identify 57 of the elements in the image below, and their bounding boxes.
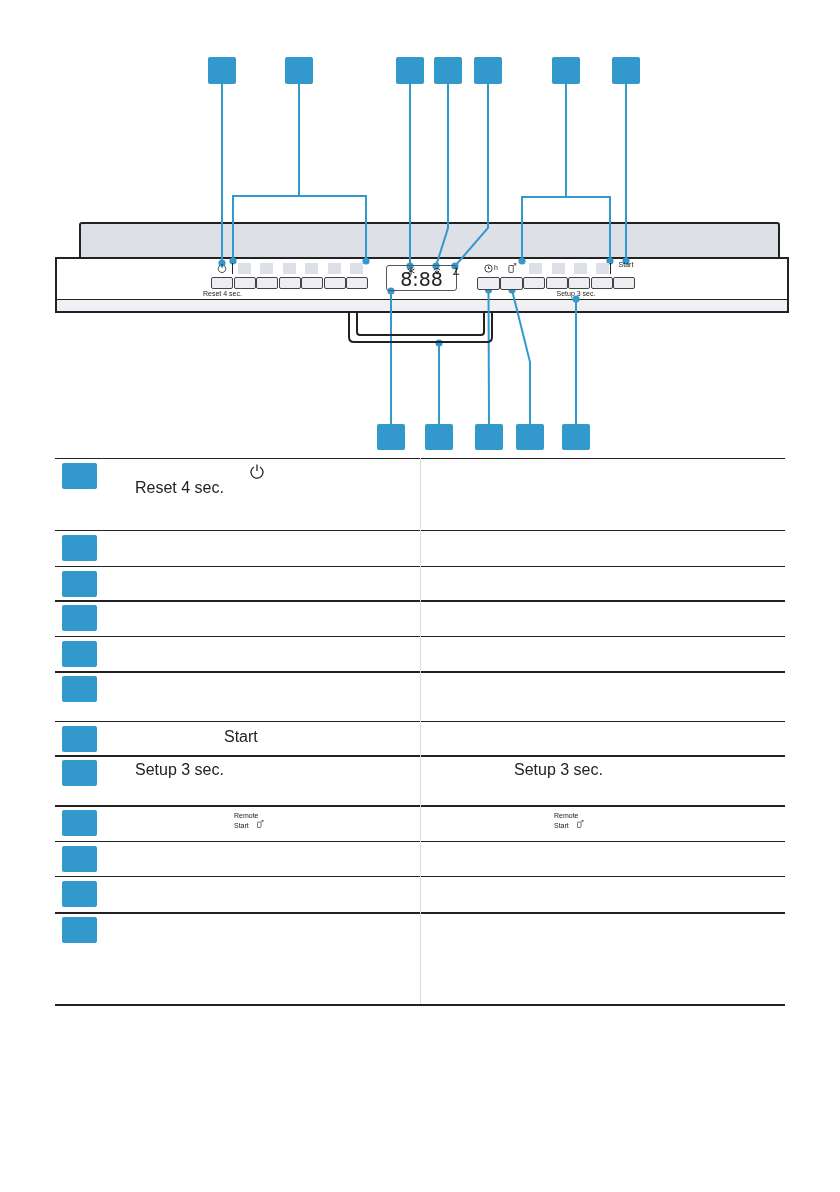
callout-number — [62, 676, 97, 702]
callout-number — [474, 57, 502, 84]
callout-number — [62, 760, 97, 786]
callout-number — [62, 726, 97, 752]
leader-line — [387, 287, 395, 425]
panel-button — [590, 277, 613, 289]
leader-line — [406, 83, 414, 270]
panel-button — [256, 277, 278, 289]
leader-line — [622, 83, 630, 265]
leader-line — [298, 83, 370, 265]
panel-button — [545, 277, 568, 289]
panel-button — [323, 277, 346, 289]
callout-number — [425, 424, 453, 450]
callout-number — [62, 605, 97, 631]
table-text: Reset 4 sec. — [135, 478, 224, 498]
callout-number — [62, 641, 97, 667]
panel-button — [278, 277, 301, 289]
table-text: Start — [224, 727, 258, 747]
callout-number — [62, 571, 97, 597]
panel-button — [233, 277, 256, 289]
leader-line — [432, 83, 449, 270]
callout-number — [62, 846, 97, 872]
panel-button — [613, 277, 635, 289]
display-digits: 8:88 — [400, 270, 443, 289]
panel-button — [301, 277, 323, 289]
callout-number — [475, 424, 503, 450]
display-window — [386, 265, 457, 291]
leader-line — [572, 295, 580, 425]
callout-number — [208, 57, 236, 84]
panel-button — [568, 277, 590, 289]
callout-number — [285, 57, 313, 84]
panel-button — [477, 277, 500, 290]
panel-button — [523, 277, 545, 289]
callout-number — [62, 810, 97, 836]
callout-number — [516, 424, 544, 450]
callout-number — [377, 424, 405, 450]
callout-number — [62, 535, 97, 561]
door-handle — [348, 312, 493, 343]
callout-number — [612, 57, 640, 84]
callout-number — [62, 463, 97, 489]
rinse-aid-icon — [452, 267, 460, 275]
callout-number — [434, 57, 462, 84]
callout-number — [562, 424, 590, 450]
panel-button — [346, 277, 368, 289]
leader-line — [435, 339, 443, 425]
leader-line — [218, 83, 226, 267]
callout-number — [62, 881, 97, 907]
callout-number — [396, 57, 424, 84]
callout-number — [552, 57, 580, 84]
panel-button — [500, 277, 523, 290]
table-text: Setup 3 sec. — [135, 760, 224, 780]
power-icon — [217, 263, 227, 273]
leader-line — [451, 83, 489, 270]
table-text: Setup 3 sec. — [514, 760, 603, 780]
panel-button — [211, 277, 233, 289]
callout-number — [62, 917, 97, 943]
leader-line — [565, 83, 614, 265]
